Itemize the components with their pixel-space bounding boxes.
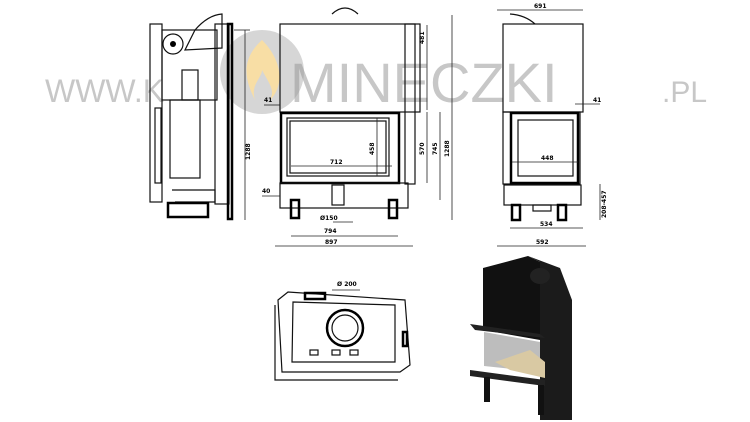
watermark-prefix: WWW.K xyxy=(45,73,164,109)
watermark-suffix: .PL xyxy=(662,76,707,109)
base-offset-label: 40 xyxy=(262,188,270,195)
top-view: Ø 200 xyxy=(274,281,411,381)
flue-fan-icon xyxy=(162,33,184,55)
right-view: 691 448 41 208-457 534 592 xyxy=(497,3,608,247)
frame-height-label: 745 xyxy=(432,142,439,155)
isometric-render xyxy=(470,256,572,420)
watermark: WWW.K MINECZKI .PL xyxy=(45,30,707,114)
leg-span-label: 794 xyxy=(324,228,337,235)
total-width-label: 897 xyxy=(325,239,338,246)
leg-height-label: 208-457 xyxy=(601,190,608,218)
flue-diameter-label: Ø150 xyxy=(320,215,338,222)
total-height-label: 1288 xyxy=(444,140,451,157)
top-height-label: 481 xyxy=(419,31,426,44)
flame-logo-icon xyxy=(220,30,304,114)
side-depth-label: 1288 xyxy=(245,143,252,160)
base-width-label: 534 xyxy=(540,221,553,228)
offset-label-right: 41 xyxy=(593,97,601,104)
top-width-label: 691 xyxy=(534,3,547,10)
glass-width-label: 712 xyxy=(330,159,343,166)
door-height-label: 570 xyxy=(419,142,426,155)
total-width-label-right: 592 xyxy=(536,239,549,246)
glass-width-label-right: 448 xyxy=(541,155,554,162)
side-view: 1288 xyxy=(149,13,252,221)
front-view: 712 458 481 570 745 1288 41 40 Ø150 794 … xyxy=(262,7,453,247)
watermark-name: MINECZKI xyxy=(290,51,558,114)
top-flue-label: Ø 200 xyxy=(337,281,357,288)
glass-height-label: 458 xyxy=(369,142,376,155)
offset-top-label: 41 xyxy=(264,97,272,104)
top-flue-icon xyxy=(325,308,365,348)
